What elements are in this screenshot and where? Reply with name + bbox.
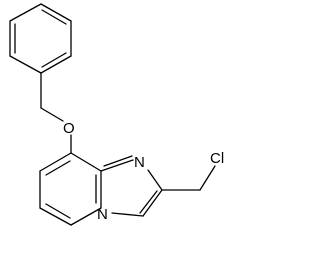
oxygen-atom-label: O [63,120,75,137]
bond [40,55,72,74]
bond [147,169,163,191]
chloromethyl-group [161,165,216,191]
double-bond-inner [41,52,67,68]
double-bond-inner [139,190,158,214]
double-bond-inner [45,203,71,219]
bond [9,3,42,22]
benzene-ring [9,3,72,74]
bond [40,107,64,122]
bond [39,152,72,172]
chlorine-atom-label: Cl [210,150,224,167]
bond [142,189,163,217]
bond [111,212,144,217]
bond [40,3,72,22]
bond [199,165,216,191]
chemical-structure: O N N Cl [9,3,224,226]
structure-canvas: O N N Cl [9,3,224,226]
bond [9,55,42,74]
bond [70,207,102,226]
imidazole-ring [100,155,163,217]
nitrogen-atom-label-top: N [134,154,145,171]
double-bond-inner [41,9,67,25]
double-bond-inner [103,155,133,167]
bond [39,207,72,226]
bond [70,152,102,172]
bond [100,159,134,172]
pyridine-ring [39,152,102,226]
nitrogen-atom-label-bridge: N [97,206,108,223]
benzyl-linker [40,72,64,122]
double-bond-inner [45,160,71,176]
